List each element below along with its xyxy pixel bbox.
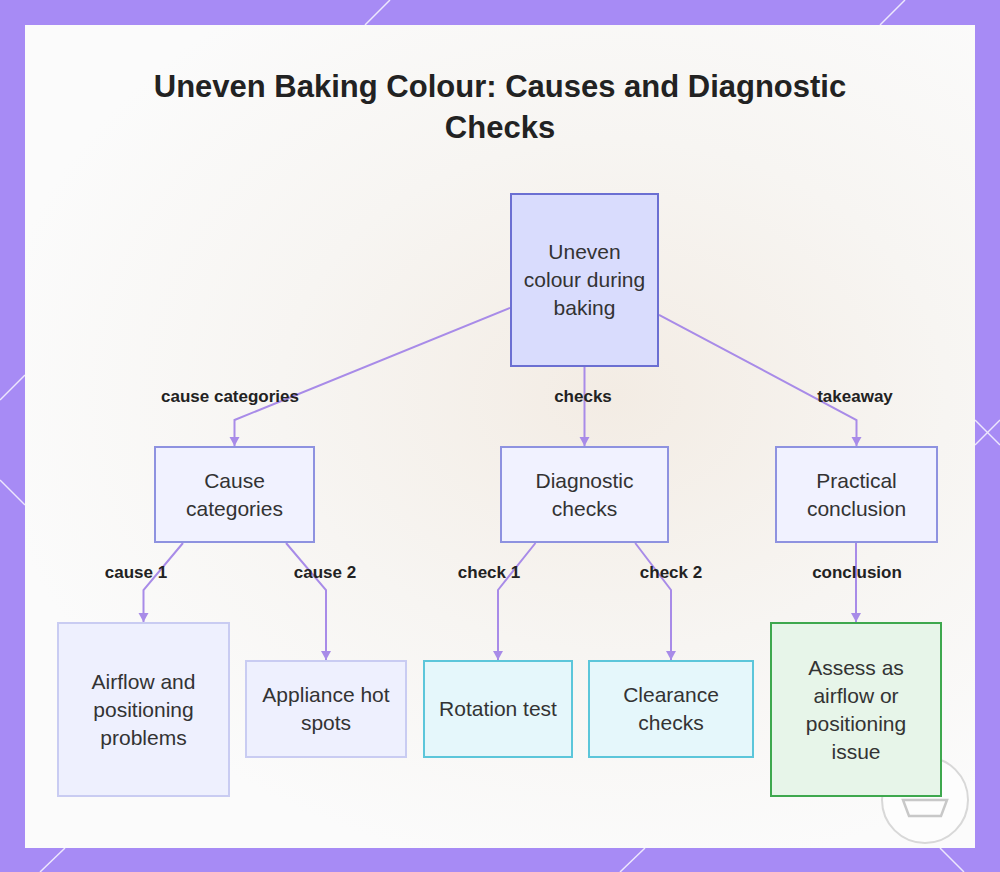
node-text: Appliance hot spots (255, 681, 397, 737)
check-box: Clearance checks (588, 660, 754, 758)
node-text: Cause categories (164, 467, 305, 523)
node-text: Practical conclusion (785, 467, 928, 523)
node-text: Uneven colour during baking (520, 238, 649, 322)
category-box: Cause categories (154, 446, 315, 543)
connector (635, 543, 676, 660)
connector (580, 367, 590, 446)
connector (286, 543, 331, 660)
diagram-title: Uneven Baking Colour: Causes and Diagnos… (150, 66, 850, 148)
cause-box: Appliance hot spots (245, 660, 407, 758)
connector (493, 543, 535, 660)
edge-label: cause 2 (294, 563, 356, 583)
edge-label: check 2 (640, 563, 702, 583)
edge-label: conclusion (812, 563, 902, 583)
edge-label: checks (554, 387, 612, 407)
node-text: Airflow and positioning problems (67, 668, 220, 752)
connector (851, 543, 861, 622)
edge-label: cause categories (161, 387, 299, 407)
edge-label: check 1 (458, 563, 520, 583)
conclusion-box: Assess as airflow or positioning issue (770, 622, 942, 797)
edge-label: takeaway (817, 387, 893, 407)
node-text: Assess as airflow or positioning issue (780, 654, 932, 766)
node-text: Diagnostic checks (510, 467, 659, 523)
category-box: Practical conclusion (775, 446, 938, 543)
connector (659, 315, 862, 446)
category-box: Diagnostic checks (500, 446, 669, 543)
root-box: Uneven colour during baking (510, 193, 659, 367)
connector (230, 308, 511, 446)
check-box: Rotation test (423, 660, 573, 758)
node-text: Rotation test (439, 695, 557, 723)
edge-label: cause 1 (105, 563, 167, 583)
connector (139, 543, 183, 622)
node-text: Clearance checks (598, 681, 744, 737)
cause-box: Airflow and positioning problems (57, 622, 230, 797)
